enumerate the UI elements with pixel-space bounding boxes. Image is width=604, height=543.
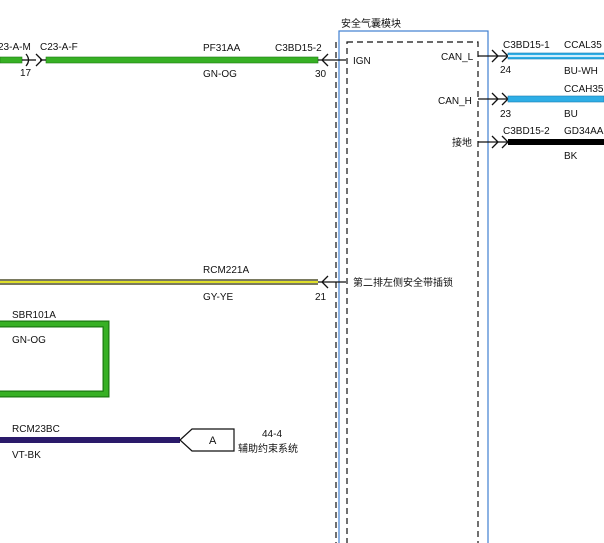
circuit-gd34aa-color-code: BK — [564, 151, 578, 162]
signal-can-h-label: CAN_H — [438, 96, 472, 107]
page-reference-flag-shape — [179, 428, 235, 452]
wire-gd34aa[interactable] — [508, 139, 604, 145]
can-l-pin-symbol — [478, 49, 509, 63]
wire-rcm221a[interactable] — [0, 279, 318, 285]
page-reference-system: 辅助约束系统 — [238, 442, 298, 455]
wire-pf31aa-main-segment — [45, 56, 319, 64]
wire-rcm23bc[interactable] — [0, 437, 180, 443]
circuit-rcm23bc-label: RCM23BC — [12, 424, 60, 435]
wire-ccal35-stripe — [508, 55, 604, 57]
module-pin-30: 30 — [315, 69, 327, 80]
airbag-module-inner-dashed-box — [346, 41, 479, 543]
circuit-gd34aa-label: GD34AA — [564, 126, 604, 137]
signal-seatbelt-label: 第二排左侧安全带插锁 — [353, 276, 453, 289]
module-pin-30-symbol — [318, 53, 346, 67]
module-title: 安全气囊模块 — [341, 17, 401, 30]
module-pin-21: 21 — [315, 292, 327, 303]
connector-c3bd15-2-ground-label: C3BD15-2 — [503, 126, 550, 137]
connector-c23-a-f-label: C23-A-F — [40, 42, 78, 53]
signal-can-l-label: CAN_L — [441, 52, 474, 63]
circuit-pf31aa-color-code: GN-OG — [203, 69, 237, 80]
airbag-module-outer-box — [338, 30, 489, 543]
page-reference-flag[interactable]: A — [179, 428, 235, 452]
circuit-ccal35-label: CCAL35 — [564, 40, 602, 51]
circuit-rcm221a-label: RCM221A — [203, 265, 249, 276]
page-reference-number: 44-4 — [262, 429, 282, 440]
circuit-ccah35-color-code: BU — [564, 109, 578, 120]
circuit-sbr101a-color-code: GN-OG — [12, 335, 46, 346]
signal-ground-label: 接地 — [452, 136, 472, 149]
wire-ccal35[interactable] — [507, 52, 604, 60]
circuit-ccal35-color-code: BU-WH — [564, 66, 598, 77]
connector-c23-a-pin: 17 — [20, 68, 32, 79]
connector-c23-a-symbol — [22, 53, 46, 67]
wire-ccah35[interactable] — [507, 95, 604, 103]
can-l-pin-number: 24 — [500, 65, 512, 76]
connector-23-a-m-label: 23-A-M — [0, 42, 31, 53]
wire-pf31aa[interactable] — [0, 56, 319, 64]
circuit-ccah35-label: CCAH35 — [564, 84, 604, 95]
circuit-pf31aa-label: PF31AA — [203, 43, 241, 54]
ground-pin-symbol — [478, 135, 509, 149]
wire-rcm221a-stripe — [0, 281, 318, 283]
wire-sbr101a-loop-fill — [0, 321, 109, 397]
circuit-rcm23bc-color-code: VT-BK — [12, 450, 41, 461]
circuit-sbr101a-label: SBR101A — [12, 310, 56, 321]
can-h-pin-symbol — [478, 92, 509, 106]
circuit-rcm221a-color-code: GY-YE — [203, 292, 234, 303]
wire-pf31aa-left-segment — [0, 56, 23, 64]
signal-ign-label: IGN — [353, 56, 371, 67]
module-connector-c3bd15-2-label: C3BD15-2 — [275, 43, 322, 54]
connector-c3bd15-1-label: C3BD15-1 — [503, 40, 550, 51]
page-reference-letter: A — [209, 435, 217, 447]
module-pin-21-symbol — [318, 275, 346, 289]
can-h-pin-number: 23 — [500, 109, 512, 120]
